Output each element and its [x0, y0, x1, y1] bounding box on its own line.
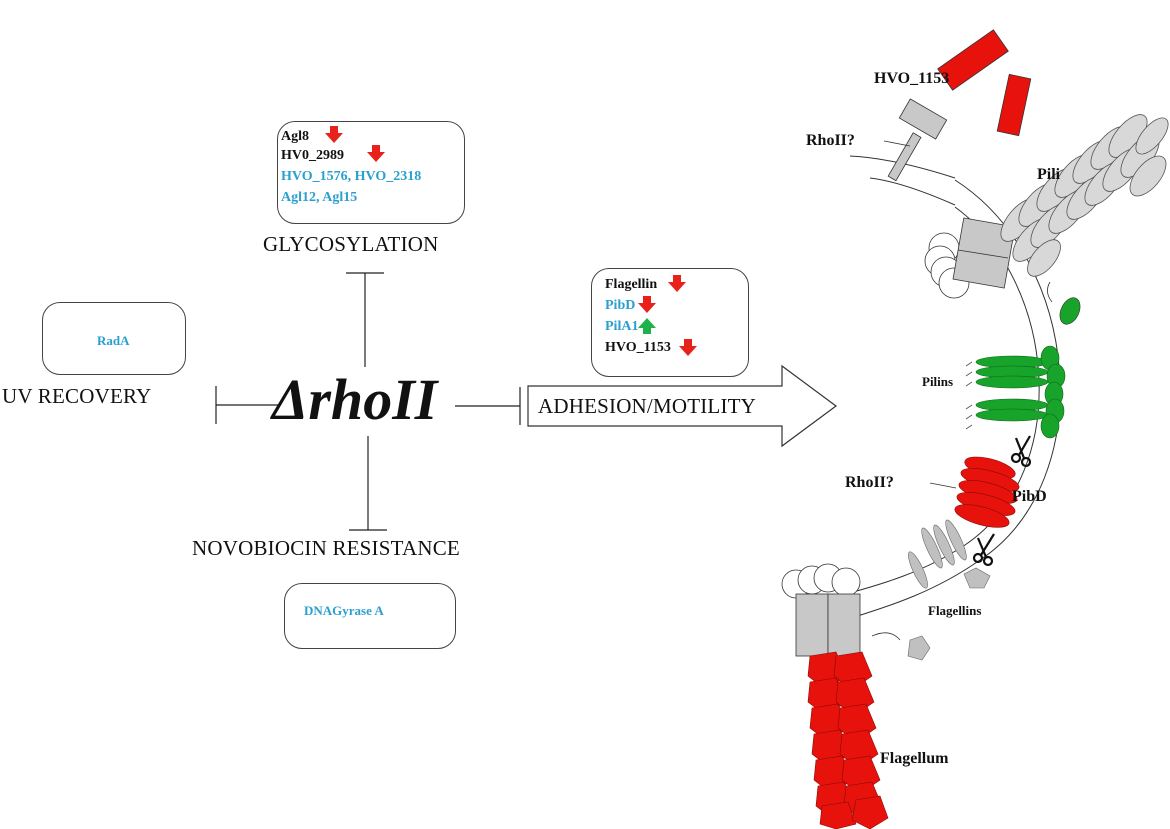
- flagellum-filament: [807, 651, 889, 829]
- down-arrow-icon: [638, 296, 656, 313]
- uv-recovery-label: UV RECOVERY: [2, 384, 152, 408]
- gene-dnagyrase-a: DNAGyrase A: [304, 603, 384, 618]
- gene-agl12-agl15: Agl12, Agl15: [281, 190, 358, 205]
- label-flagellins: Flagellins: [928, 603, 982, 618]
- gene-agl8: Agl8: [281, 129, 309, 144]
- gene-hvo-1153: HVO_1153: [605, 340, 671, 355]
- label-hvo1153: HVO_1153: [874, 70, 950, 87]
- down-arrow-icon: [679, 339, 697, 356]
- label-rhoii-mid: RhoII?: [845, 474, 894, 491]
- down-arrow-icon: [367, 145, 385, 162]
- label-flagellum: Flagellum: [880, 750, 949, 767]
- uv-gene-box: [42, 302, 186, 375]
- down-arrow-icon: [325, 126, 343, 143]
- inner-membrane: [869, 177, 956, 206]
- up-arrow-icon: [638, 318, 656, 334]
- novobiocin-gene-box: [284, 583, 456, 649]
- label-pibd: PibD: [1012, 488, 1047, 505]
- adhesion-gene-box: [591, 268, 749, 377]
- gene-hvo-1576-2318: HVO_1576, HVO_2318: [281, 169, 422, 184]
- label-pilins: Pilins: [922, 374, 954, 389]
- hvo1153-protein: [996, 73, 1032, 137]
- label-pili: Pili: [1037, 166, 1061, 183]
- scissors-icon: [972, 533, 995, 567]
- pili-filament: [1000, 114, 1169, 277]
- glycosylation-label: GLYCOSYLATION: [263, 232, 439, 256]
- down-arrow-icon: [668, 275, 686, 292]
- flagellins: [907, 519, 991, 661]
- gene-pibd: PibD: [605, 298, 636, 313]
- glycosylation-gene-box: [277, 121, 465, 224]
- gene-pila1: PilA1: [605, 319, 639, 334]
- gene-hv0-2989: HV0_2989: [281, 148, 344, 163]
- rhoii-protein: [898, 98, 948, 140]
- gene-rada: RadA: [97, 333, 130, 348]
- rhoii-deletion-title: ΔrhoII: [272, 367, 438, 432]
- pilins-stack: [975, 345, 1066, 439]
- adhesion-motility-label: ADHESION/MOTILITY: [538, 394, 757, 418]
- gene-flagellin: Flagellin: [605, 277, 658, 292]
- rhoii-stalk: [887, 132, 922, 182]
- novobiocin-resistance-label: NOVOBIOCIN RESISTANCE: [192, 536, 460, 560]
- scissors-icon: [1010, 435, 1032, 468]
- adhesion-arrow: [527, 364, 838, 448]
- hvo1153-protein: [937, 29, 1009, 91]
- pibd-stack: [954, 456, 1020, 528]
- label-rhoii-top: RhoII?: [806, 132, 855, 149]
